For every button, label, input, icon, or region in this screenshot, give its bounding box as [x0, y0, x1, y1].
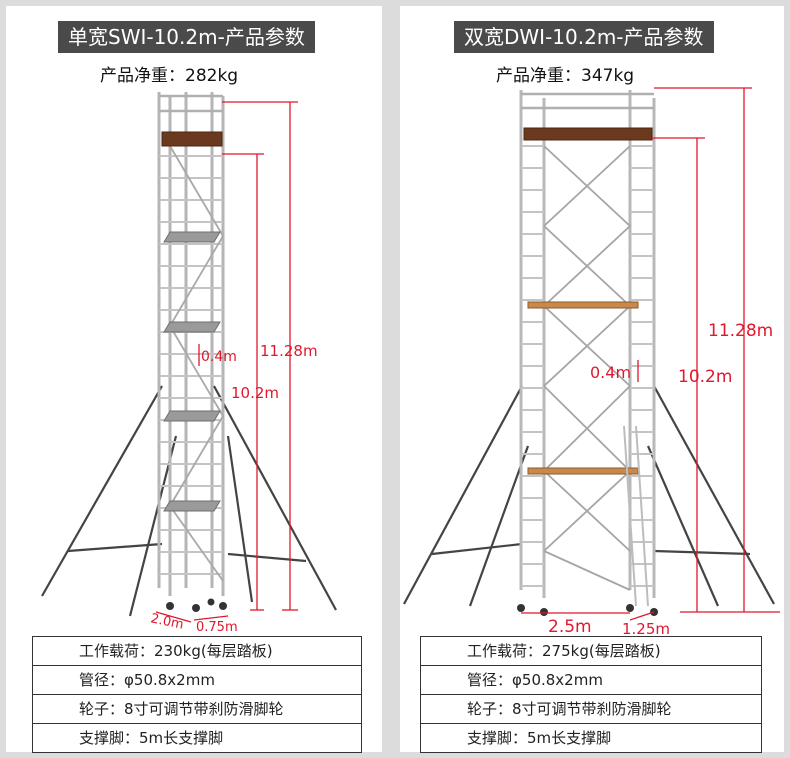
- platform-height-label: 10.2m: [678, 367, 732, 387]
- spec-table: 工作载荷：275kg(每层踏板) 管径：φ50.8x2mm 轮子：8寸可调节带刹…: [420, 636, 762, 753]
- inner-ladder: [623, 425, 649, 607]
- net-weight: 产品净重：347kg: [496, 66, 635, 86]
- double-width-panel: 双宽DWI-10.2m-产品参数 产品净重：347kg: [400, 6, 784, 753]
- rung-spacing-label: 0.4m: [201, 349, 237, 365]
- spec-tube: 管径：φ50.8x2mm: [421, 666, 761, 695]
- outrigger-legs: [41, 385, 337, 617]
- tower-braces: [543, 145, 631, 591]
- panel-title: 单宽SWI-10.2m-产品参数: [58, 21, 315, 53]
- double-width-scaffold-drawing: 11.28m 10.2m 0.4m 2.5m 1.25m: [403, 87, 780, 636]
- tower-braces: [169, 145, 224, 582]
- height-dimensions: [198, 101, 298, 611]
- casters: [166, 598, 227, 612]
- rung-spacing-label: 0.4m: [590, 363, 631, 382]
- spec-wheels: 轮子：8寸可调节带刹防滑脚轮: [421, 695, 761, 724]
- spec-outriggers: 支撑脚：5m长支撑脚: [421, 724, 761, 753]
- total-height-label: 11.28m: [708, 321, 773, 341]
- spec-outriggers: 支撑脚：5m长支撑脚: [33, 724, 361, 753]
- tower-rungs-right: [630, 145, 654, 587]
- guard-rail: [159, 94, 223, 113]
- top-platform: [161, 131, 223, 147]
- net-weight: 产品净重：282kg: [100, 66, 239, 86]
- guard-rail: [521, 92, 654, 110]
- width-label: 1.25m: [622, 620, 670, 636]
- length-label: 2.5m: [548, 617, 592, 636]
- spec-load: 工作载荷：230kg(每层踏板): [33, 637, 361, 666]
- outrigger-legs: [403, 385, 775, 607]
- platform-height-label: 10.2m: [231, 384, 279, 402]
- spec-table: 工作载荷：230kg(每层踏板) 管径：φ50.8x2mm 轮子：8寸可调节带刹…: [32, 636, 362, 753]
- single-width-panel: 单宽SWI-10.2m-产品参数 产品净重：282kg: [6, 6, 382, 753]
- spec-load: 工作载荷：275kg(每层踏板): [421, 637, 761, 666]
- tower-rungs-left: [521, 145, 544, 587]
- height-dimensions: [637, 87, 780, 613]
- width-label: 0.75m: [196, 620, 238, 635]
- spec-tube: 管径：φ50.8x2mm: [33, 666, 361, 695]
- length-label: 2.0m: [149, 611, 185, 633]
- top-platform: [523, 127, 653, 141]
- tower-frame: [519, 90, 656, 598]
- spec-wheels: 轮子：8寸可调节带刹防滑脚轮: [33, 695, 361, 724]
- panel-title: 双宽DWI-10.2m-产品参数: [454, 21, 714, 53]
- intermediate-decks: [163, 231, 221, 512]
- single-width-scaffold-drawing: 11.28m 10.2m 0.4m 2.0m 0.75m: [41, 92, 337, 635]
- total-height-label: 11.28m: [260, 342, 318, 360]
- tower-frame: [157, 92, 225, 596]
